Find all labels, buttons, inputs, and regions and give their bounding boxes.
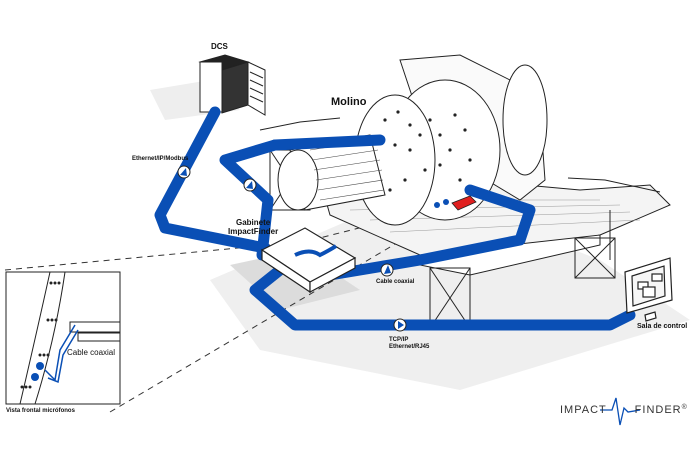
- dcs-server-rack: [198, 54, 266, 116]
- floor-shadow: [210, 190, 690, 390]
- inset-cable-coaxial-label: Cable coaxial: [67, 348, 116, 357]
- flow-arrows: [177, 165, 407, 332]
- direction-arrow-icon: [380, 263, 394, 277]
- sensor-module: [434, 195, 477, 211]
- ethernet-modbus-label: Ethernet/IP/Modbus: [132, 156, 189, 162]
- mill: [277, 54, 548, 226]
- drum-bolts: [378, 110, 472, 192]
- impactfinder-logo: IMPACT FINDER®: [560, 404, 688, 416]
- projection-lines: [4, 199, 471, 413]
- tcpip-line2: Ethernet/RJ45: [389, 344, 430, 350]
- gabinete-line1: Gabinete: [236, 218, 271, 227]
- gabinete-line2: ImpactFinder: [228, 227, 279, 236]
- sala-control-label: Sala de control: [637, 323, 688, 330]
- inset-microphones: [5, 271, 121, 405]
- tcpip-line1: TCP/IP: [389, 337, 409, 343]
- cable-tcpip: [249, 264, 636, 331]
- monitor-icon: [624, 257, 673, 322]
- impactfinder-cabinet: [260, 227, 357, 294]
- direction-arrow-icon: [177, 165, 191, 179]
- inset-caption: Vista frontal micrófonos: [6, 408, 75, 414]
- logo-left: IMPACT: [560, 404, 607, 416]
- tcpip-label: TCP/IP Ethernet/RJ45: [389, 337, 429, 351]
- logo-right: FINDER: [634, 404, 682, 416]
- direction-arrow-icon: [393, 318, 407, 332]
- logo-registered: ®: [681, 404, 688, 411]
- gabinete-label: Gabinete ImpactFinder: [228, 218, 278, 236]
- cable-dcs-top: [269, 134, 386, 151]
- molino-label: Molino: [331, 96, 367, 108]
- dcs-label: DCS: [211, 42, 228, 51]
- cable-coaxial-label: Cable coaxial: [376, 279, 415, 285]
- cable-dcs: [154, 106, 271, 254]
- direction-arrow-icon: [243, 178, 257, 192]
- logo-pulse-icon: [600, 397, 641, 426]
